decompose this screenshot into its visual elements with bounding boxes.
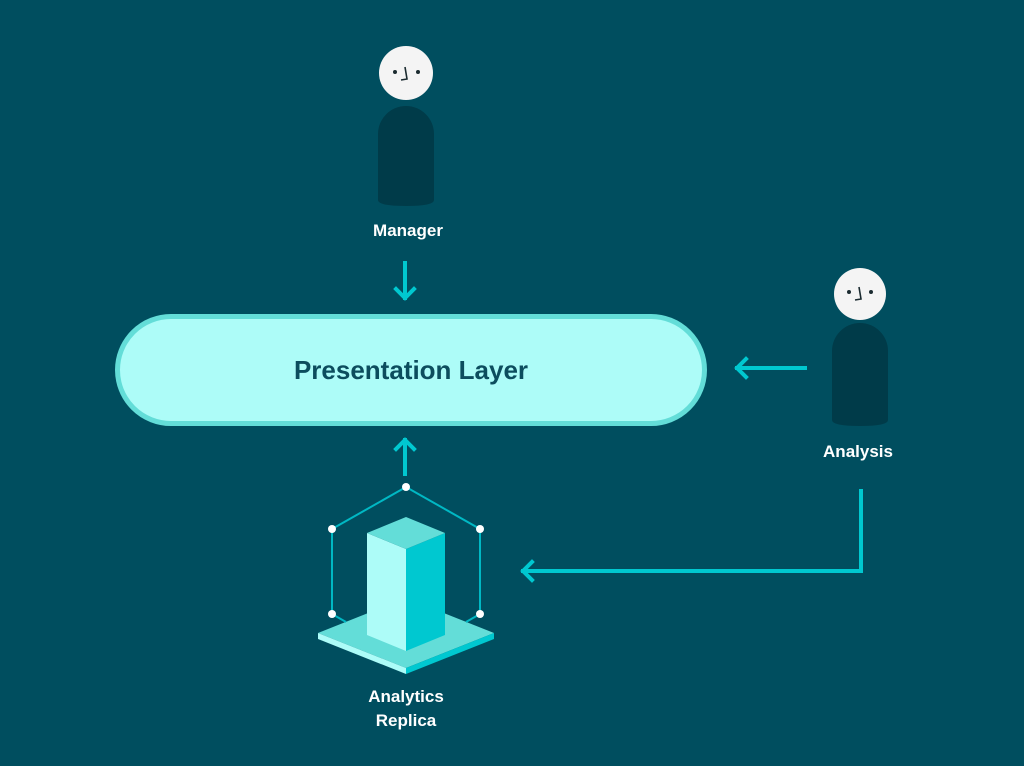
analysis-body <box>832 323 888 426</box>
analysis-right-eye <box>869 290 873 294</box>
hexagon-node <box>476 525 484 533</box>
hexagon-node <box>402 483 410 491</box>
analysis-to-replica-arrow <box>520 489 863 583</box>
presentation-layer-label: Presentation Layer <box>293 354 529 385</box>
hexagon-node <box>328 525 336 533</box>
replica-base-right-side <box>406 633 494 674</box>
analysis-nose <box>854 286 862 301</box>
manager-to-presentation-arrow <box>393 261 417 301</box>
manager-left-eye <box>393 70 397 74</box>
manager-person-icon <box>378 46 434 206</box>
hexagon-node <box>328 610 336 618</box>
analysis-label: Analysis <box>823 442 893 461</box>
replica-bar-top-face <box>367 517 445 549</box>
database-replica-icon <box>318 483 494 674</box>
analytics-replica-label-line1: Analytics <box>368 687 444 706</box>
analysis-to-presentation-arrow <box>734 356 807 380</box>
replica-base-left-side <box>318 633 406 674</box>
hexagon-node <box>476 610 484 618</box>
presentation-layer-box <box>115 314 707 426</box>
replica-to-presentation-arrow <box>393 437 417 476</box>
manager-nose <box>400 66 408 81</box>
manager-right-eye <box>416 70 420 74</box>
analytics-replica-label-line2: Replica <box>375 711 437 730</box>
analysis-person-icon <box>832 268 888 426</box>
replica-bar-left-face <box>367 533 406 651</box>
manager-body <box>378 106 434 206</box>
analysis-left-eye <box>847 290 851 294</box>
manager-label: Manager <box>373 221 443 240</box>
replica-bar-right-face <box>406 533 445 651</box>
